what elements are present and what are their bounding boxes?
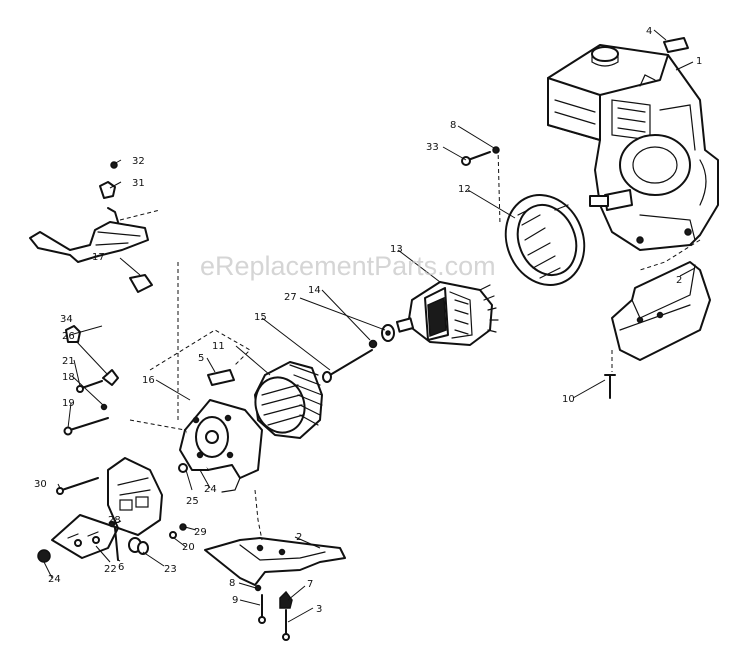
callout-12: 12 <box>458 184 471 195</box>
callout-17: 17 <box>92 252 105 263</box>
base-frame-left[interactable] <box>204 537 346 586</box>
callout-25: 25 <box>186 496 199 507</box>
bolt-10[interactable] <box>604 374 616 399</box>
callout-24-upper: 24 <box>204 484 217 495</box>
callout-33: 33 <box>426 142 439 153</box>
callout-22: 22 <box>104 564 117 575</box>
callout-4: 4 <box>646 26 652 37</box>
bolt-9[interactable] <box>258 594 266 624</box>
nut-31[interactable] <box>99 181 116 199</box>
screw-21[interactable] <box>76 380 103 393</box>
screw-33[interactable] <box>461 151 491 166</box>
grommet-24-lower[interactable] <box>37 549 51 563</box>
screw-30[interactable] <box>56 477 99 495</box>
pin-6[interactable] <box>114 527 119 561</box>
washer-18[interactable] <box>100 403 108 411</box>
callout-15: 15 <box>254 312 267 323</box>
callout-34: 34 <box>60 314 73 325</box>
clip-26[interactable] <box>102 369 119 386</box>
stator-housing[interactable] <box>248 361 323 440</box>
through-bolt-15[interactable] <box>322 349 373 383</box>
callout-20: 20 <box>182 542 195 553</box>
callout-14: 14 <box>308 285 321 296</box>
callout-2-right: 2 <box>676 275 682 286</box>
callout-16: 16 <box>142 375 155 386</box>
handle-assembly[interactable] <box>29 207 153 293</box>
callout-9: 9 <box>232 595 238 606</box>
spring-27[interactable] <box>368 339 378 349</box>
callout-30: 30 <box>34 479 47 490</box>
washer-8-bottom[interactable] <box>254 584 262 592</box>
bolt-19[interactable] <box>63 417 109 436</box>
callout-31: 31 <box>132 178 145 189</box>
callout-11: 11 <box>212 341 225 352</box>
callout-27: 27 <box>284 292 297 303</box>
end-bell[interactable] <box>179 399 263 493</box>
base-frame-right[interactable] <box>611 261 711 361</box>
callout-2-left: 2 <box>296 532 302 543</box>
plug-23[interactable] <box>128 537 149 555</box>
callout-10: 10 <box>562 394 575 405</box>
callout-6: 6 <box>118 562 124 573</box>
leader-lines <box>43 29 696 623</box>
receptacle-plate[interactable] <box>51 514 119 559</box>
callout-26: 26 <box>62 331 75 342</box>
rubber-foot-7[interactable] <box>279 590 293 609</box>
brush-cover[interactable] <box>107 457 188 536</box>
screw-28[interactable] <box>108 520 116 528</box>
washer-14[interactable] <box>381 324 395 342</box>
callout-3: 3 <box>316 604 322 615</box>
decal-5[interactable] <box>207 369 235 386</box>
armature[interactable] <box>395 281 499 346</box>
callout-23: 23 <box>164 564 177 575</box>
callout-32: 32 <box>132 156 145 167</box>
callout-24-lower: 24 <box>48 574 61 585</box>
callout-8-top: 8 <box>450 120 456 131</box>
callout-7: 7 <box>307 579 313 590</box>
callout-21: 21 <box>62 356 75 367</box>
flywheel-fan[interactable] <box>493 183 598 297</box>
assembly-lines <box>119 147 701 541</box>
washer-8-top[interactable] <box>492 146 500 154</box>
callout-28: 28 <box>108 515 121 526</box>
callout-13: 13 <box>390 244 403 255</box>
watermark: eReplacementParts.com <box>200 251 496 281</box>
washer-20[interactable] <box>169 531 177 539</box>
callout-18: 18 <box>62 372 75 383</box>
callout-19: 19 <box>62 398 75 409</box>
callout-labels: 1 2 2 3 4 5 6 7 8 8 9 10 11 12 13 14 15 … <box>34 26 702 615</box>
screw-3[interactable] <box>282 609 290 641</box>
decal-4[interactable] <box>663 37 689 53</box>
callout-8-bottom: 8 <box>229 578 235 589</box>
engine[interactable] <box>547 44 719 251</box>
callout-5: 5 <box>198 353 204 364</box>
callout-29: 29 <box>194 527 207 538</box>
callout-1: 1 <box>696 56 702 67</box>
